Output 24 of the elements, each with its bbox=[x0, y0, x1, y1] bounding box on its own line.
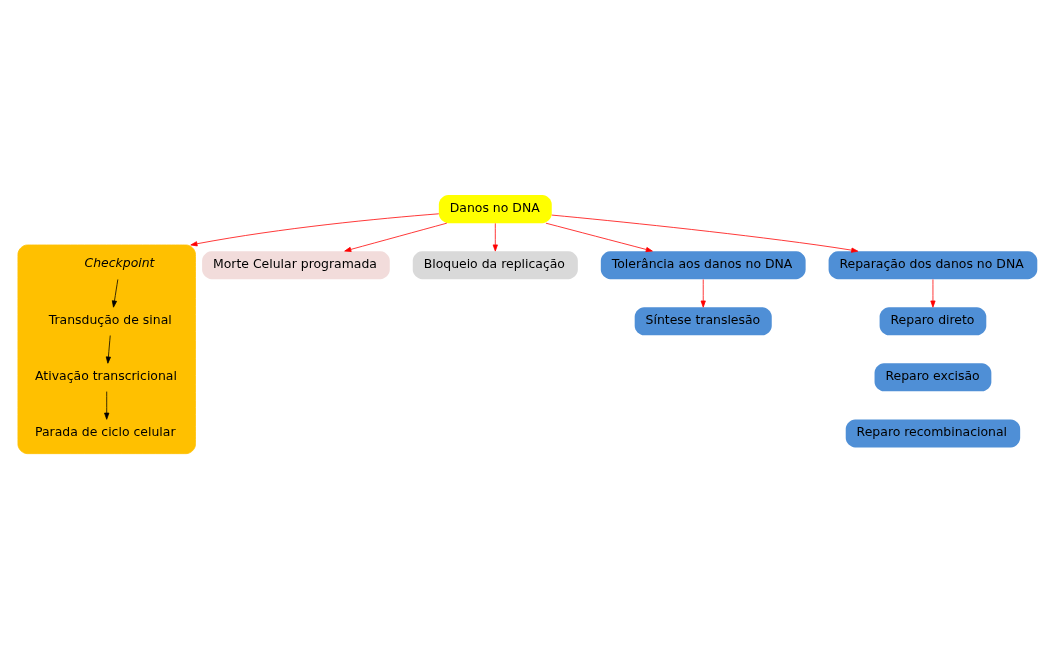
cluster bbox=[17, 244, 196, 454]
node-box: Danos no DNA bbox=[438, 194, 552, 223]
arrow bbox=[930, 278, 936, 308]
arrow bbox=[700, 278, 706, 308]
arrow bbox=[492, 222, 498, 251]
arrow bbox=[344, 222, 448, 252]
node-box: Reparo direto bbox=[879, 306, 987, 335]
node-box: Reparo recombinacional bbox=[845, 418, 1021, 447]
node-box: Reparo excisão bbox=[874, 362, 992, 391]
arrow bbox=[190, 212, 440, 246]
node-box: Síntese translesão bbox=[634, 306, 772, 335]
node-box: Tolerância aos danos no DNA bbox=[600, 250, 806, 279]
node-box: Reparação dos danos no DNA bbox=[828, 250, 1038, 279]
arrow bbox=[105, 334, 111, 364]
arrow bbox=[551, 214, 859, 253]
arrow bbox=[104, 390, 110, 420]
arrow bbox=[111, 278, 119, 308]
arrow bbox=[545, 222, 653, 252]
node-text: Parada de ciclo celular bbox=[35, 423, 176, 439]
node-box: Bloqueio da replicação bbox=[412, 250, 578, 279]
node-text: Checkpoint bbox=[84, 254, 155, 270]
node-box: Morte Celular programada bbox=[202, 250, 390, 279]
node-text: Transdução de sinal bbox=[48, 311, 172, 327]
node-text: Ativação transcricional bbox=[35, 367, 177, 383]
